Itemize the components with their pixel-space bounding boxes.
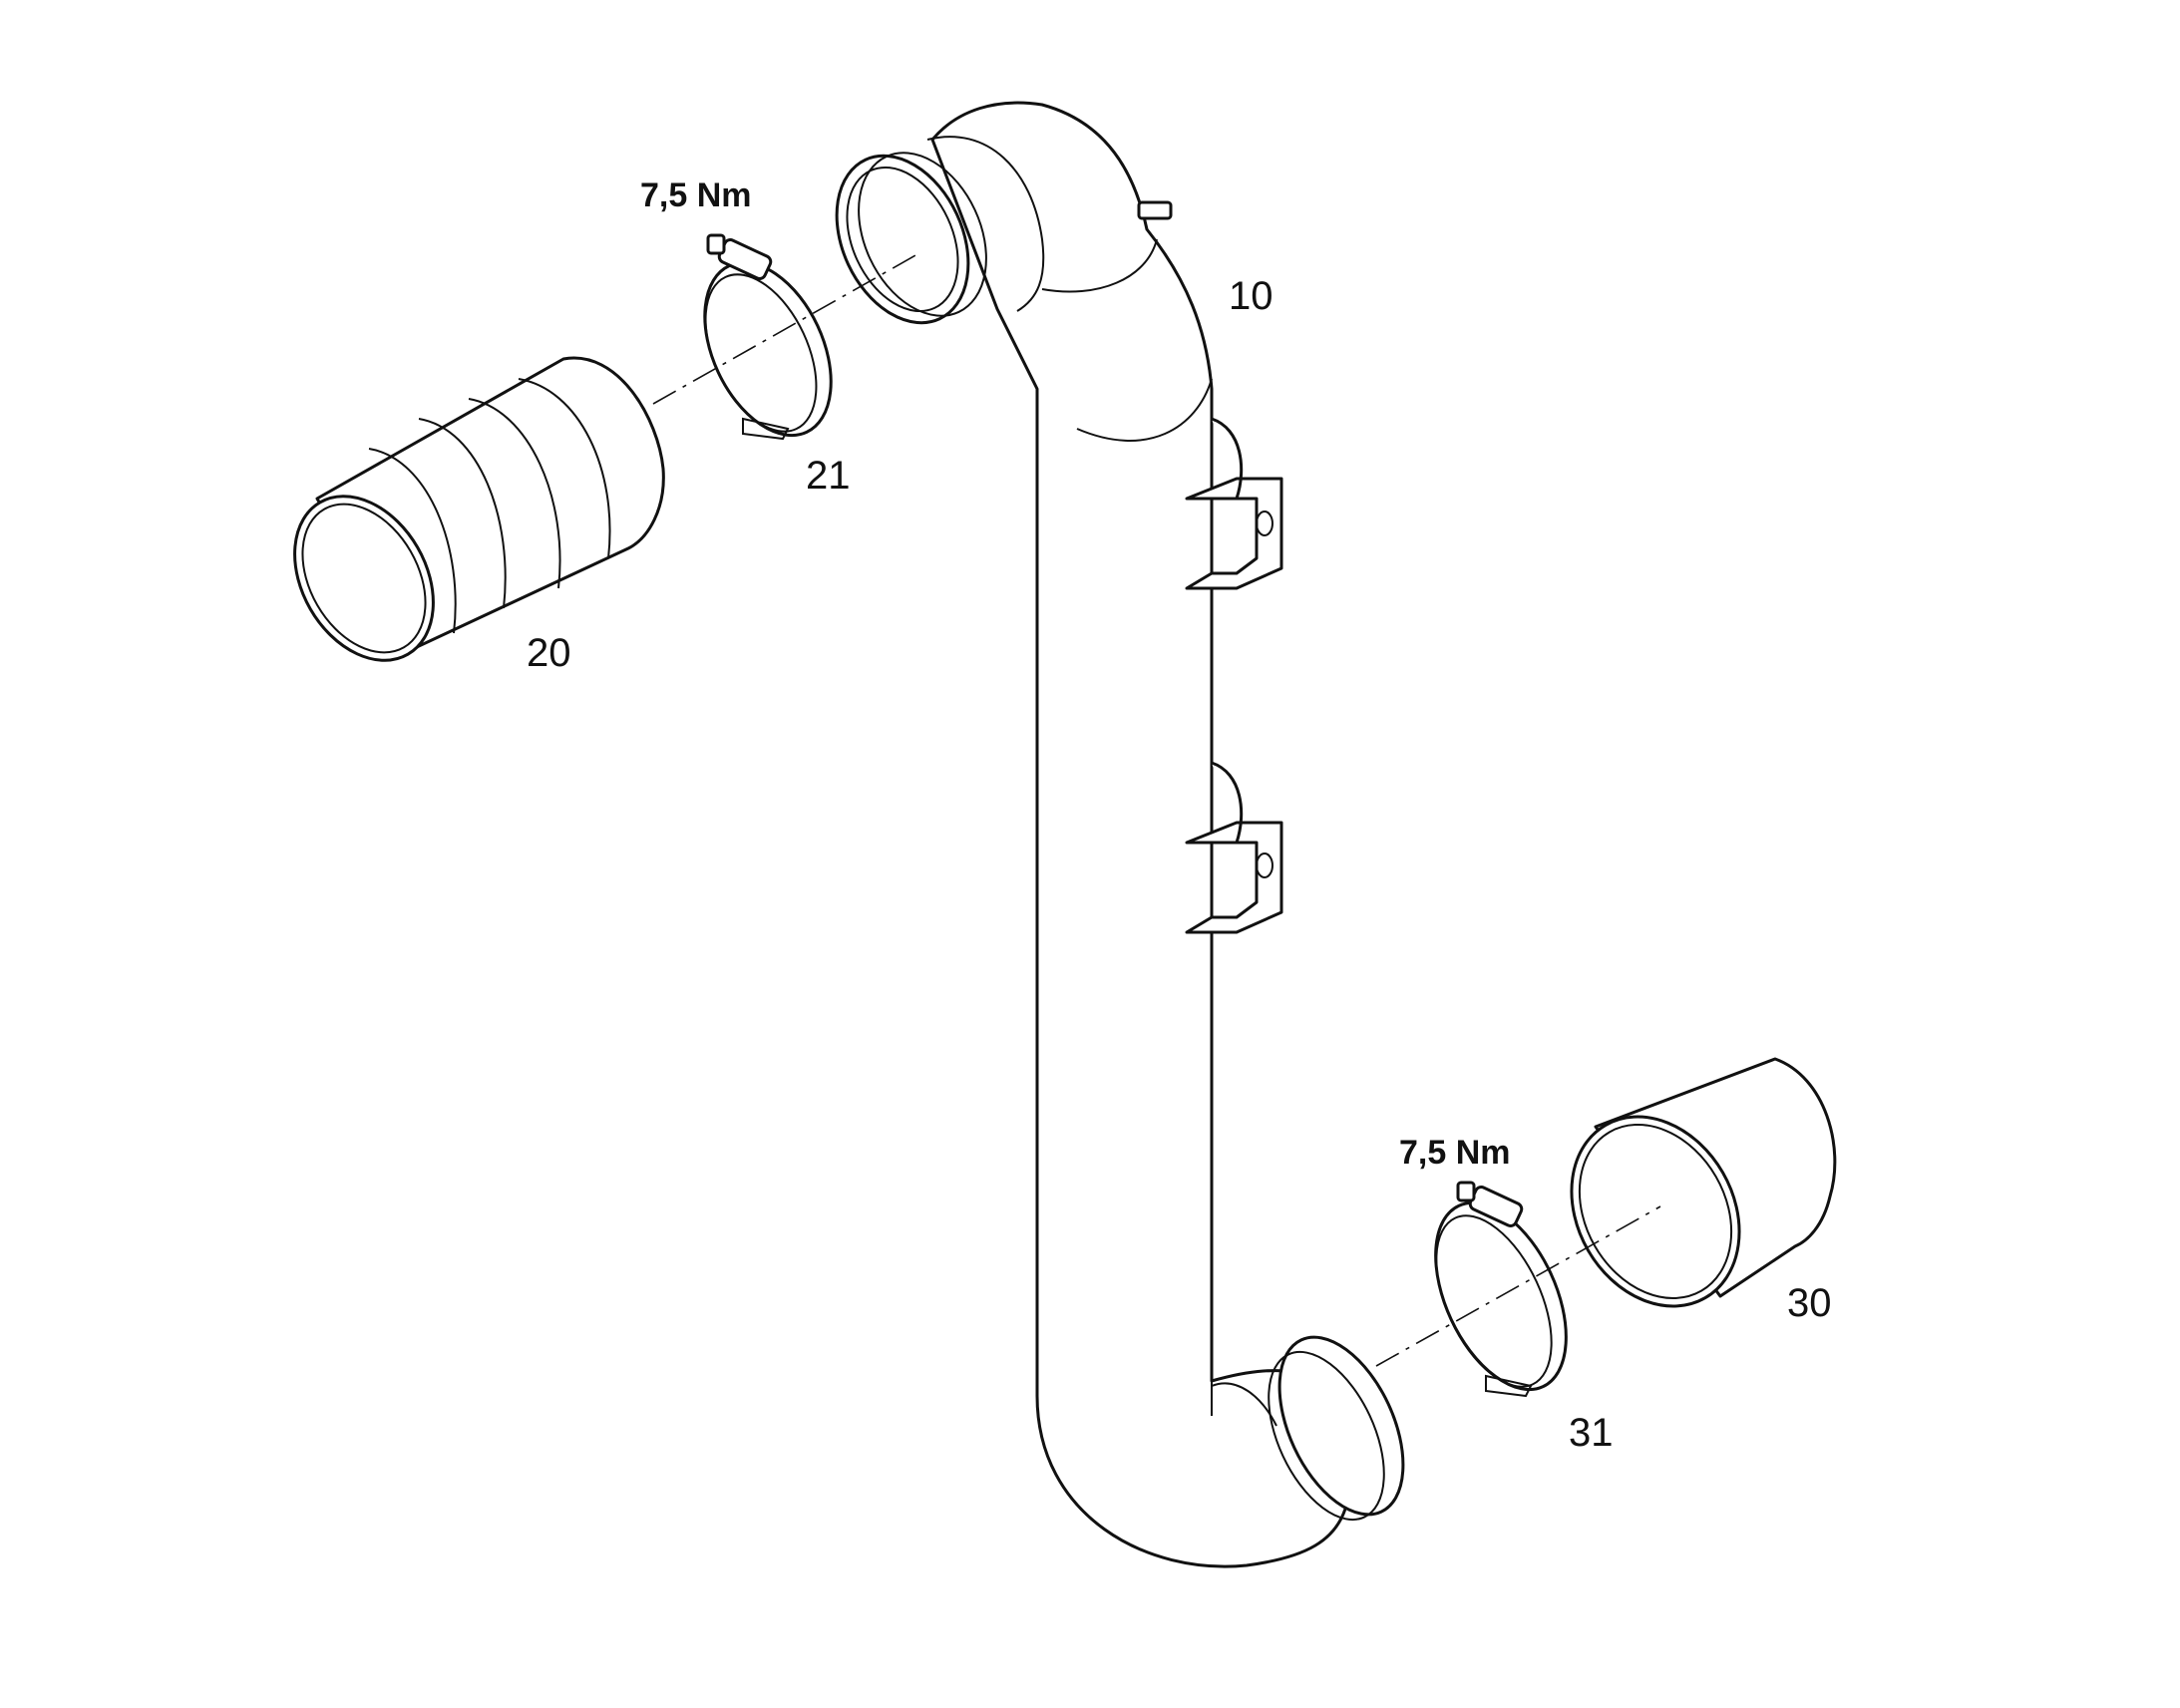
- clamp-upper-screw-housing: [706, 233, 773, 280]
- clamp-upper-inner: [704, 273, 818, 433]
- hose-end-ring: [293, 495, 435, 662]
- pipe-upper-neck: [926, 136, 1045, 312]
- pipe-body: [930, 101, 1348, 1568]
- label-part-10: 10: [1229, 274, 1273, 318]
- hose-end-bore: [301, 503, 427, 654]
- hose-rib-3: [418, 418, 507, 609]
- assembly-axis-upper: [652, 253, 918, 405]
- label-part-21: 21: [806, 454, 851, 498]
- pipe-upper-bead: [858, 152, 987, 317]
- pipe-pin: [1137, 200, 1173, 220]
- clamp-upper-tab: [742, 417, 790, 441]
- clamp-lower-tab: [1485, 1374, 1533, 1398]
- sleeve-end-ring: [1570, 1115, 1741, 1308]
- pipe-bend-line: [1076, 378, 1213, 442]
- torque-label-lower: 7,5 Nm: [1399, 1134, 1511, 1172]
- torque-label-upper: 7,5 Nm: [640, 176, 752, 214]
- pipe-elbow-line: [1041, 238, 1158, 293]
- assembly-axis-lower: [1375, 1205, 1661, 1367]
- pipe-bracket-upper: [1185, 417, 1283, 590]
- label-part-20: 20: [527, 631, 571, 675]
- clamp-lower-inner: [1435, 1214, 1553, 1388]
- label-part-31: 31: [1569, 1411, 1614, 1455]
- clamp-lower-screw-housing: [1456, 1181, 1524, 1227]
- sleeve-30: [1570, 1057, 1837, 1308]
- pipe-lower-bead: [1268, 1350, 1385, 1522]
- pipe-lower-neck: [1211, 1382, 1277, 1427]
- hose-20: [293, 356, 665, 662]
- pipe-bracket-lower: [1185, 761, 1283, 934]
- hose-rib-4: [368, 448, 457, 634]
- label-part-30: 30: [1787, 1281, 1832, 1325]
- pipe-10: [835, 101, 1405, 1568]
- sleeve-end-bore: [1578, 1123, 1733, 1300]
- clamp-21: [703, 233, 833, 441]
- pipe-lower-ring: [1277, 1335, 1405, 1517]
- hose-rib-1: [518, 378, 611, 559]
- hose-rib-2: [468, 398, 561, 589]
